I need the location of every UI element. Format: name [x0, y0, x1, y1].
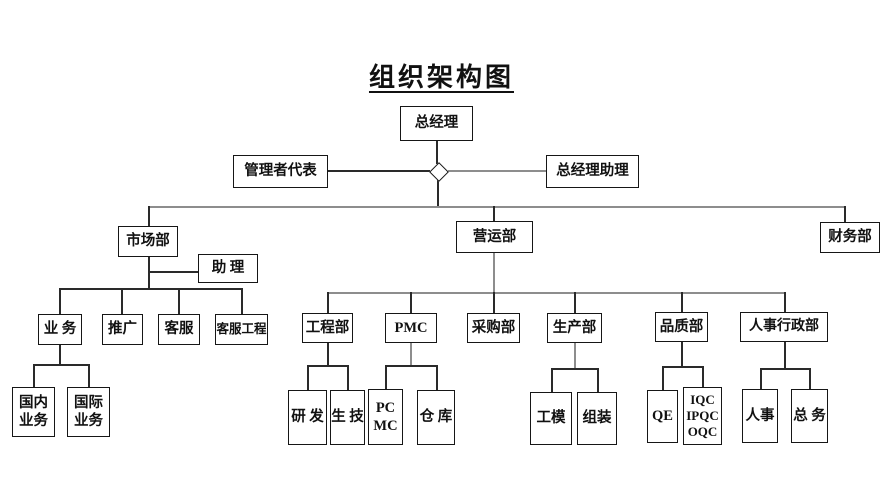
- node-quality: 品质部: [655, 312, 708, 342]
- line-quality-children-rail: [662, 366, 703, 368]
- line-production-down: [574, 343, 576, 369]
- node-cs-engineering: 客服工程: [215, 314, 268, 345]
- line-drop-production-tech: [347, 365, 349, 390]
- node-pc-mc: PC MC: [368, 389, 403, 445]
- node-tooling: 工模: [530, 392, 572, 445]
- line-drop-pc-mc: [385, 365, 387, 389]
- node-production: 生产部: [547, 313, 602, 343]
- line-drop-purchasing: [493, 292, 495, 313]
- node-operations: 营运部: [456, 221, 533, 253]
- line-drop-cs-engineering: [241, 288, 243, 314]
- node-general-affairs: 总 务: [791, 389, 828, 443]
- node-assistant: 助 理: [198, 254, 258, 283]
- line-drop-promotion: [121, 288, 123, 314]
- line-sales-down: [59, 345, 61, 365]
- line-operations-down: [493, 253, 495, 293]
- line-drop-quality: [681, 292, 683, 312]
- line-drop-finance: [844, 206, 846, 222]
- line-drop-intl: [88, 364, 90, 387]
- line-drop-qe: [662, 366, 664, 390]
- line-diamond-to-rail: [437, 179, 439, 207]
- node-finance: 财务部: [820, 222, 880, 253]
- node-hr-admin: 人事行政部: [740, 312, 828, 342]
- line-drop-operations: [493, 206, 495, 221]
- node-warehouse: 仓 库: [417, 390, 455, 445]
- line-engineering-down: [327, 343, 329, 366]
- line-drop-hr-admin: [784, 292, 786, 312]
- node-production-tech: 生 技: [330, 390, 365, 445]
- node-engineering: 工程部: [302, 313, 353, 343]
- node-gm-assistant: 总经理助理: [546, 155, 639, 188]
- line-rep-to-diamond: [328, 170, 430, 172]
- line-drop-customer-service: [178, 288, 180, 314]
- page-title: 组织架构图: [368, 63, 514, 92]
- line-operations-children-rail: [327, 292, 785, 294]
- line-drop-personnel: [760, 368, 762, 389]
- line-hr-down: [784, 342, 786, 369]
- node-rd: 研 发: [288, 390, 327, 445]
- node-purchasing: 采购部: [467, 313, 520, 343]
- line-drop-warehouse: [436, 365, 438, 390]
- line-diamond-to-assistant: [448, 170, 546, 172]
- node-intl-sales: 国际 业务: [67, 387, 110, 437]
- line-marketing-down: [148, 257, 150, 290]
- node-pmc: PMC: [385, 313, 437, 343]
- line-drop-assembly: [597, 368, 599, 392]
- line-quality-down: [681, 342, 683, 367]
- node-marketing: 市场部: [118, 226, 178, 257]
- line-drop-general-affairs: [809, 368, 811, 389]
- line-drop-iqc: [702, 366, 704, 387]
- line-engineering-children-rail: [307, 365, 348, 367]
- line-drop-sales: [59, 288, 61, 314]
- diamond-connector-icon: [429, 162, 449, 182]
- line-drop-domestic: [33, 364, 35, 387]
- node-customer-service: 客服: [158, 314, 200, 345]
- node-qe: QE: [647, 390, 678, 443]
- line-sales-children-rail: [33, 364, 89, 366]
- node-personnel: 人事: [742, 389, 778, 443]
- node-iqc-ipqc-oqc: IQC IPQC OQC: [683, 387, 722, 445]
- line-main-rail: [148, 206, 845, 208]
- node-domestic-sales: 国内 业务: [12, 387, 55, 437]
- node-gm: 总经理: [400, 106, 473, 141]
- line-production-children-rail: [551, 368, 598, 370]
- line-drop-tooling: [551, 368, 553, 392]
- line-gm-to-diamond: [436, 141, 438, 164]
- node-assembly: 组装: [577, 392, 617, 445]
- line-marketing-children-rail: [59, 288, 242, 290]
- line-drop-pmc: [410, 292, 412, 313]
- line-to-assistant: [148, 271, 198, 273]
- line-hr-children-rail: [760, 368, 810, 370]
- line-drop-engineering: [327, 292, 329, 313]
- line-pmc-down: [410, 343, 412, 366]
- line-pmc-children-rail: [385, 365, 437, 367]
- line-drop-rd: [307, 365, 309, 390]
- node-sales: 业 务: [38, 314, 82, 345]
- line-drop-marketing: [148, 206, 150, 226]
- line-drop-production: [574, 292, 576, 313]
- node-mgmt-rep: 管理者代表: [233, 155, 328, 188]
- node-promotion: 推广: [102, 314, 143, 345]
